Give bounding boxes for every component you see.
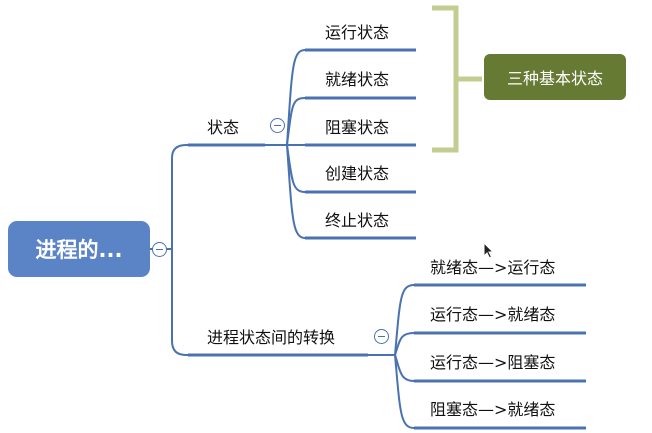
connector-root-status [150, 144, 190, 250]
transition-child-ready-to-running[interactable]: 就绪态—>运行态 [430, 258, 556, 277]
connector-status-child [286, 97, 416, 146]
transition-child-running-to-ready[interactable]: 运行态—>就绪态 [430, 305, 556, 324]
root-node[interactable]: 进程的... [8, 221, 150, 277]
branch-transitions-label[interactable]: 进程状态间的转换 [207, 328, 336, 347]
connector-transition-child [394, 332, 586, 356]
group-bracket [432, 5, 482, 153]
collapse-status-button[interactable] [270, 118, 285, 133]
transition-child-blocked-to-ready[interactable]: 阻塞态—>就绪态 [430, 400, 556, 419]
connector-transition-child [394, 354, 586, 429]
status-child-ready[interactable]: 就绪状态 [325, 70, 390, 89]
branch-status-label[interactable]: 状态 [207, 118, 240, 137]
status-child-created[interactable]: 创建状态 [325, 164, 390, 183]
connector-status-child [286, 144, 416, 239]
connector-status-child [286, 49, 416, 146]
group-tag-label: 三种基本状态 [506, 69, 603, 88]
status-child-blocked[interactable]: 阻塞状态 [325, 118, 390, 137]
status-child-running[interactable]: 运行状态 [325, 23, 390, 42]
group-tag[interactable]: 三种基本状态 [484, 54, 626, 100]
mouse-cursor-icon [483, 242, 495, 259]
collapse-transitions-button[interactable] [374, 329, 389, 344]
status-child-terminated[interactable]: 终止状态 [325, 211, 390, 230]
connector-transition-child [394, 284, 586, 356]
connector-root-transitions [171, 249, 190, 356]
transition-child-running-to-blocked[interactable]: 运行态—>阻塞态 [430, 353, 556, 372]
collapse-root-button[interactable] [152, 242, 167, 257]
root-node-label: 进程的... [35, 238, 123, 262]
